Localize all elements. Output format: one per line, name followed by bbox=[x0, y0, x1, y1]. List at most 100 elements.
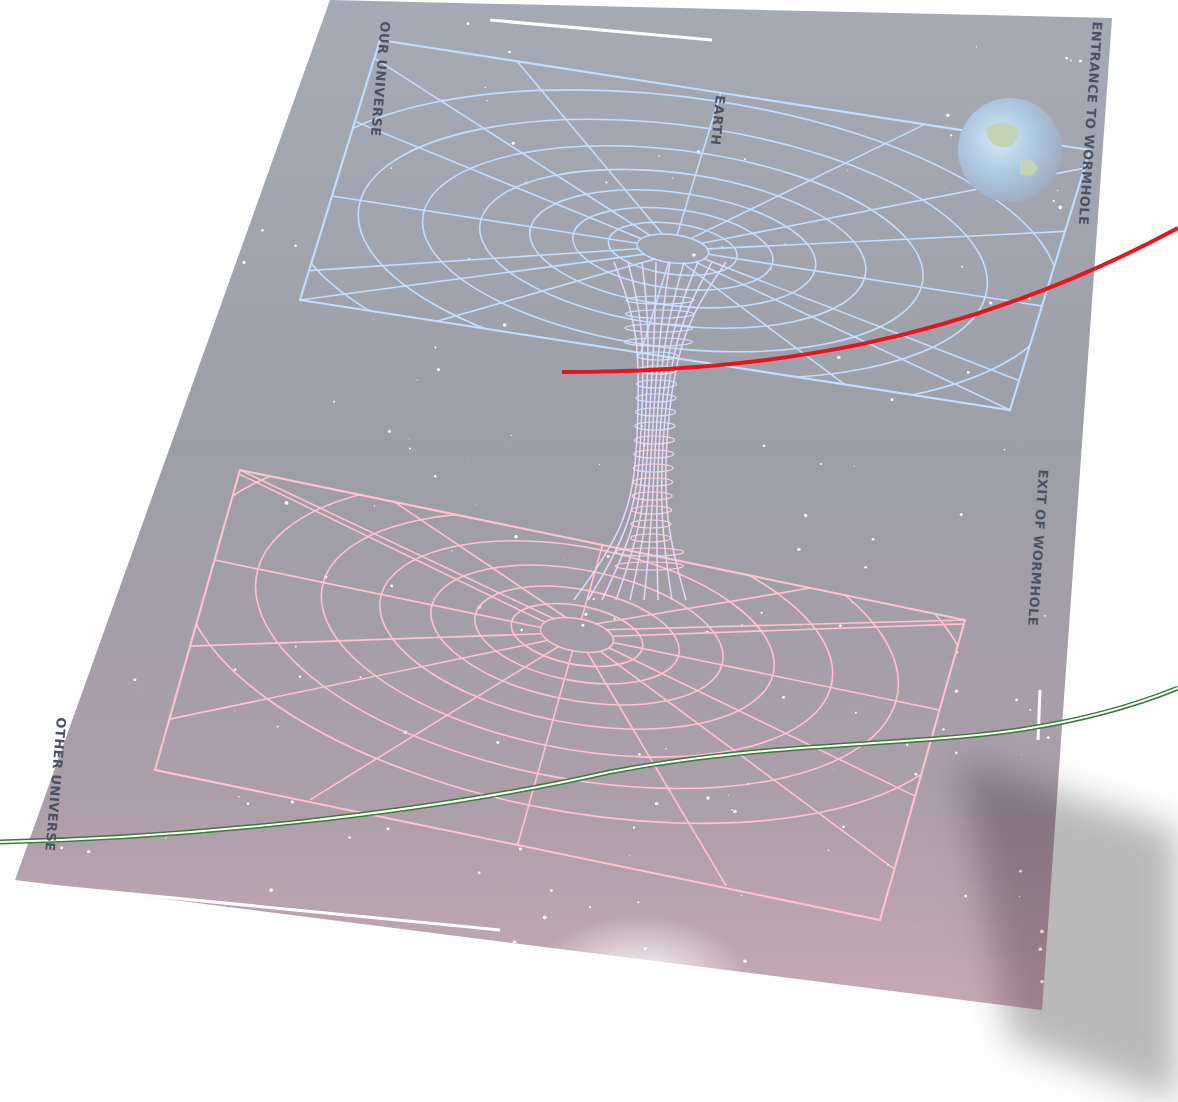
star bbox=[589, 906, 591, 908]
star bbox=[763, 444, 766, 447]
star bbox=[437, 368, 440, 371]
star bbox=[360, 676, 362, 678]
star bbox=[149, 364, 152, 367]
star bbox=[1065, 57, 1068, 60]
star bbox=[964, 895, 967, 898]
star bbox=[365, 1084, 369, 1088]
throat-ring bbox=[625, 310, 693, 318]
star bbox=[333, 401, 335, 403]
star bbox=[1105, 436, 1108, 439]
star bbox=[1024, 1053, 1025, 1054]
star bbox=[87, 850, 90, 853]
throat-ring bbox=[632, 506, 672, 514]
star bbox=[191, 930, 194, 933]
star bbox=[658, 155, 660, 157]
grid-line bbox=[558, 651, 937, 869]
star bbox=[297, 970, 300, 973]
star bbox=[478, 871, 481, 874]
star bbox=[728, 795, 729, 796]
star bbox=[38, 606, 42, 610]
star bbox=[1038, 947, 1042, 951]
poster-label: EXIT OF WORMHOLE bbox=[1025, 469, 1050, 627]
star bbox=[584, 613, 587, 616]
star bbox=[485, 87, 487, 89]
star bbox=[103, 316, 105, 318]
star bbox=[1115, 771, 1116, 772]
star bbox=[434, 347, 436, 349]
star bbox=[129, 1012, 130, 1013]
star bbox=[234, 668, 236, 670]
star bbox=[520, 629, 523, 632]
star bbox=[919, 925, 921, 927]
grid-line bbox=[332, 196, 637, 243]
star bbox=[855, 712, 857, 714]
star bbox=[950, 134, 952, 136]
star bbox=[261, 229, 263, 231]
star bbox=[1069, 838, 1070, 839]
star bbox=[13, 1094, 14, 1095]
star bbox=[121, 1007, 124, 1010]
throat-ring bbox=[633, 464, 673, 472]
star bbox=[1, 679, 2, 680]
star bbox=[440, 985, 442, 987]
star bbox=[1057, 190, 1058, 191]
star bbox=[11, 273, 13, 275]
star bbox=[1019, 870, 1022, 873]
grid-line bbox=[437, 229, 655, 350]
star bbox=[566, 249, 568, 251]
star bbox=[279, 1057, 283, 1061]
grid-line bbox=[536, 612, 617, 659]
star bbox=[914, 773, 917, 776]
star bbox=[143, 72, 145, 74]
star bbox=[291, 800, 294, 803]
star bbox=[839, 624, 842, 627]
star bbox=[0, 919, 3, 922]
star bbox=[467, 458, 469, 460]
star bbox=[1128, 26, 1131, 29]
star bbox=[156, 221, 159, 224]
star bbox=[61, 315, 63, 317]
star bbox=[91, 1097, 92, 1098]
star bbox=[814, 750, 816, 752]
star bbox=[1086, 757, 1089, 760]
poster-label: OUR UNIVERSE bbox=[368, 21, 392, 137]
throat-ring bbox=[616, 548, 684, 556]
star bbox=[1029, 709, 1031, 711]
star bbox=[427, 769, 429, 771]
star bbox=[508, 51, 510, 53]
star bbox=[731, 809, 733, 811]
grid-line bbox=[357, 509, 797, 760]
star bbox=[563, 559, 565, 561]
star bbox=[942, 728, 944, 730]
star bbox=[967, 371, 970, 374]
star bbox=[1123, 79, 1124, 80]
star bbox=[833, 871, 835, 873]
star bbox=[749, 1015, 751, 1017]
star bbox=[1058, 205, 1062, 209]
star bbox=[519, 848, 522, 851]
star bbox=[216, 923, 218, 925]
star bbox=[0, 1014, 1, 1016]
throat-ring bbox=[632, 492, 672, 500]
throat-line bbox=[588, 262, 643, 600]
star bbox=[247, 803, 249, 805]
star bbox=[961, 266, 963, 268]
star bbox=[629, 855, 630, 856]
star bbox=[1079, 60, 1082, 63]
star bbox=[138, 366, 141, 369]
star bbox=[744, 158, 746, 160]
star bbox=[960, 513, 963, 516]
star bbox=[269, 888, 273, 892]
star bbox=[409, 438, 410, 439]
star bbox=[830, 1079, 833, 1082]
star bbox=[945, 188, 947, 190]
star bbox=[181, 57, 183, 59]
star bbox=[943, 903, 945, 905]
grid-line bbox=[562, 195, 784, 302]
star bbox=[581, 624, 584, 627]
star bbox=[140, 243, 142, 245]
star bbox=[503, 323, 507, 327]
star bbox=[514, 535, 518, 539]
star bbox=[633, 827, 635, 829]
